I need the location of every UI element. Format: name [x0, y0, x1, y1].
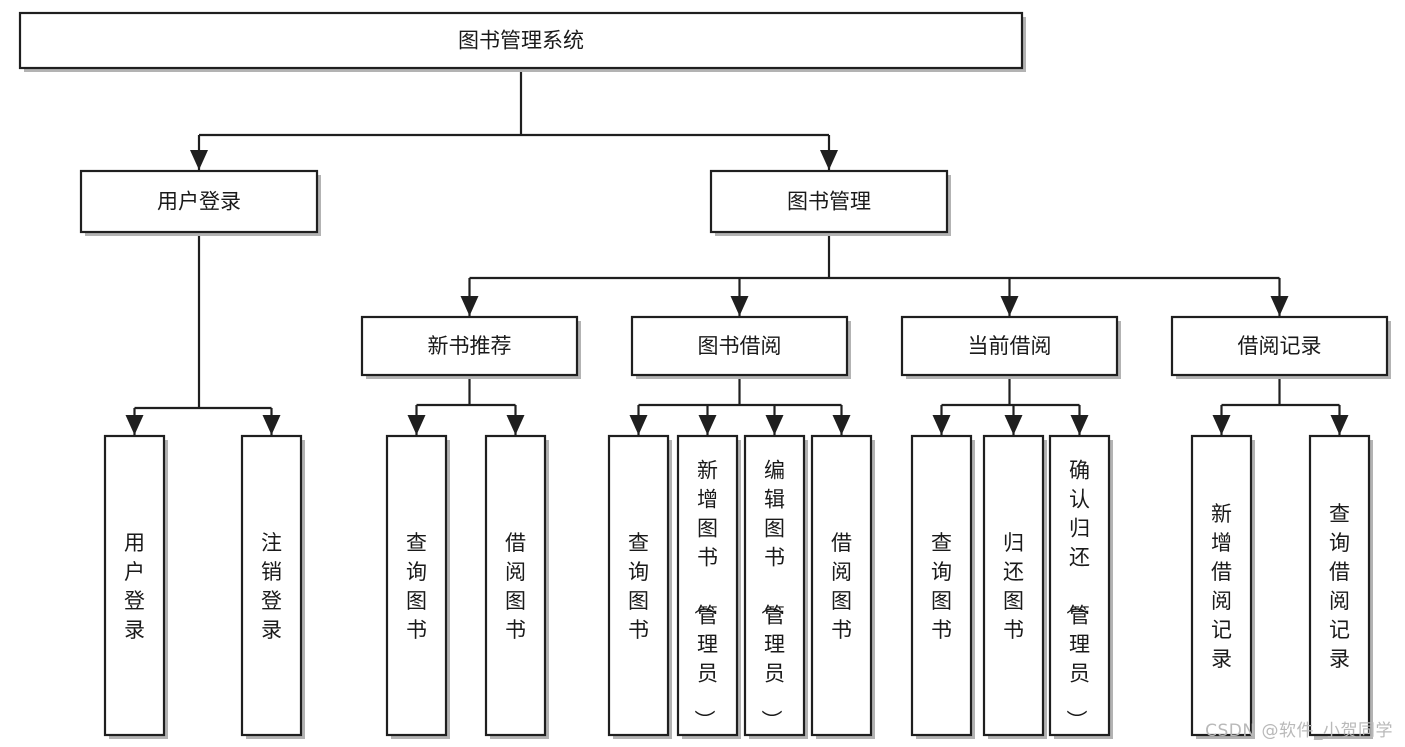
node-box: [982, 434, 1045, 737]
arrowhead-icon: [730, 296, 749, 316]
node-borrow-record[interactable]: 借阅记录: [1170, 315, 1391, 379]
node-label: 归还图书: [1003, 531, 1024, 642]
node-box: [18, 11, 1024, 70]
node-label: 查询图书: [628, 531, 649, 642]
node-box: [79, 169, 319, 234]
node-root[interactable]: 图书管理系统: [18, 11, 1026, 72]
arrowhead-icon: [698, 415, 717, 435]
connector-group: [932, 375, 1089, 435]
node-leaf-borrow-query-book[interactable]: 查询图书: [607, 434, 672, 739]
node-label: 注销登录: [261, 531, 282, 642]
arrowhead-icon: [1000, 296, 1019, 316]
node-leaf-rec-query-record[interactable]: 查询借阅记录: [1308, 434, 1373, 739]
connector-layer: [125, 68, 1349, 435]
node-label: 新增借阅记录: [1211, 502, 1232, 671]
node-leaf-cur-query-book[interactable]: 查询图书: [910, 434, 975, 739]
node-layer: 图书管理系统用户登录图书管理新书推荐图书借阅当前借阅借阅记录用户登录注销登录查询…: [18, 11, 1391, 739]
node-label: 查询借阅记录: [1329, 502, 1350, 671]
node-user-login[interactable]: 用户登录: [79, 169, 321, 236]
node-leaf-user-logout[interactable]: 注销登录: [240, 434, 305, 739]
node-label: 确认归还（管理员）: [1064, 459, 1090, 731]
arrowhead-icon: [1212, 415, 1231, 435]
node-label: 用户登录: [157, 190, 241, 214]
node-label: 借阅记录: [1238, 334, 1322, 358]
arrowhead-icon: [262, 415, 281, 435]
connector-group: [629, 375, 851, 435]
node-box: [743, 434, 806, 737]
node-box: [1308, 434, 1371, 737]
node-leaf-user-login[interactable]: 用户登录: [103, 434, 168, 739]
node-box: [385, 434, 448, 737]
node-book-borrow[interactable]: 图书借阅: [630, 315, 851, 379]
node-leaf-cur-return-book[interactable]: 归还图书: [982, 434, 1047, 739]
node-leaf-rec-add-record[interactable]: 新增借阅记录: [1190, 434, 1255, 739]
node-label: 查询图书: [406, 531, 427, 642]
node-label: 图书管理系统: [458, 29, 584, 53]
node-box: [810, 434, 873, 737]
node-box: [676, 434, 739, 737]
arrowhead-icon: [1070, 415, 1089, 435]
node-box: [1170, 315, 1389, 377]
arrowhead-icon: [1004, 415, 1023, 435]
connector-group: [1212, 375, 1349, 435]
node-label: 编辑图书（管理员）: [759, 459, 785, 731]
node-leaf-borrow-borrow-book[interactable]: 借阅图书: [810, 434, 875, 739]
node-label: 图书借阅: [698, 334, 782, 358]
node-box: [900, 315, 1119, 377]
node-label: 新增图书（管理员）: [692, 459, 718, 731]
node-leaf-borrow-edit-book[interactable]: 编辑图书（管理员）: [743, 434, 808, 739]
node-box: [360, 315, 579, 377]
arrowhead-icon: [125, 415, 144, 435]
node-book-manage[interactable]: 图书管理: [709, 169, 951, 236]
node-leaf-borrow-add-book[interactable]: 新增图书（管理员）: [676, 434, 741, 739]
arrowhead-icon: [506, 415, 525, 435]
connector-group: [125, 232, 281, 435]
arrowhead-icon: [1330, 415, 1349, 435]
arrowhead-icon: [407, 415, 426, 435]
node-box: [910, 434, 973, 737]
arrowhead-icon: [832, 415, 851, 435]
connector-group: [407, 375, 525, 435]
node-box: [607, 434, 670, 737]
node-label: 查询图书: [931, 531, 952, 642]
node-leaf-rec-borrow-book[interactable]: 借阅图书: [484, 434, 549, 739]
node-box: [240, 434, 303, 737]
arrowhead-icon: [765, 415, 784, 435]
node-label: 借阅图书: [505, 531, 526, 642]
node-leaf-cur-confirm-return[interactable]: 确认归还（管理员）: [1048, 434, 1113, 739]
node-label: 当前借阅: [968, 334, 1052, 358]
node-box: [1048, 434, 1111, 737]
connector-group: [190, 68, 838, 170]
arrowhead-icon: [460, 296, 479, 316]
arrowhead-icon: [1270, 296, 1289, 316]
arrowhead-icon: [629, 415, 648, 435]
node-current-borrow[interactable]: 当前借阅: [900, 315, 1121, 379]
node-leaf-rec-query-book[interactable]: 查询图书: [385, 434, 450, 739]
node-new-book-rec[interactable]: 新书推荐: [360, 315, 581, 379]
node-box: [484, 434, 547, 737]
node-box: [1190, 434, 1253, 737]
node-box: [709, 169, 949, 234]
node-label: 用户登录: [124, 531, 145, 642]
arrowhead-icon: [190, 150, 208, 170]
node-box: [630, 315, 849, 377]
node-label: 借阅图书: [831, 531, 852, 642]
arrowhead-icon: [820, 150, 838, 170]
node-box: [103, 434, 166, 737]
connector-group: [460, 232, 1289, 316]
arrowhead-icon: [932, 415, 951, 435]
node-label: 图书管理: [787, 190, 871, 214]
node-label: 新书推荐: [428, 334, 512, 358]
